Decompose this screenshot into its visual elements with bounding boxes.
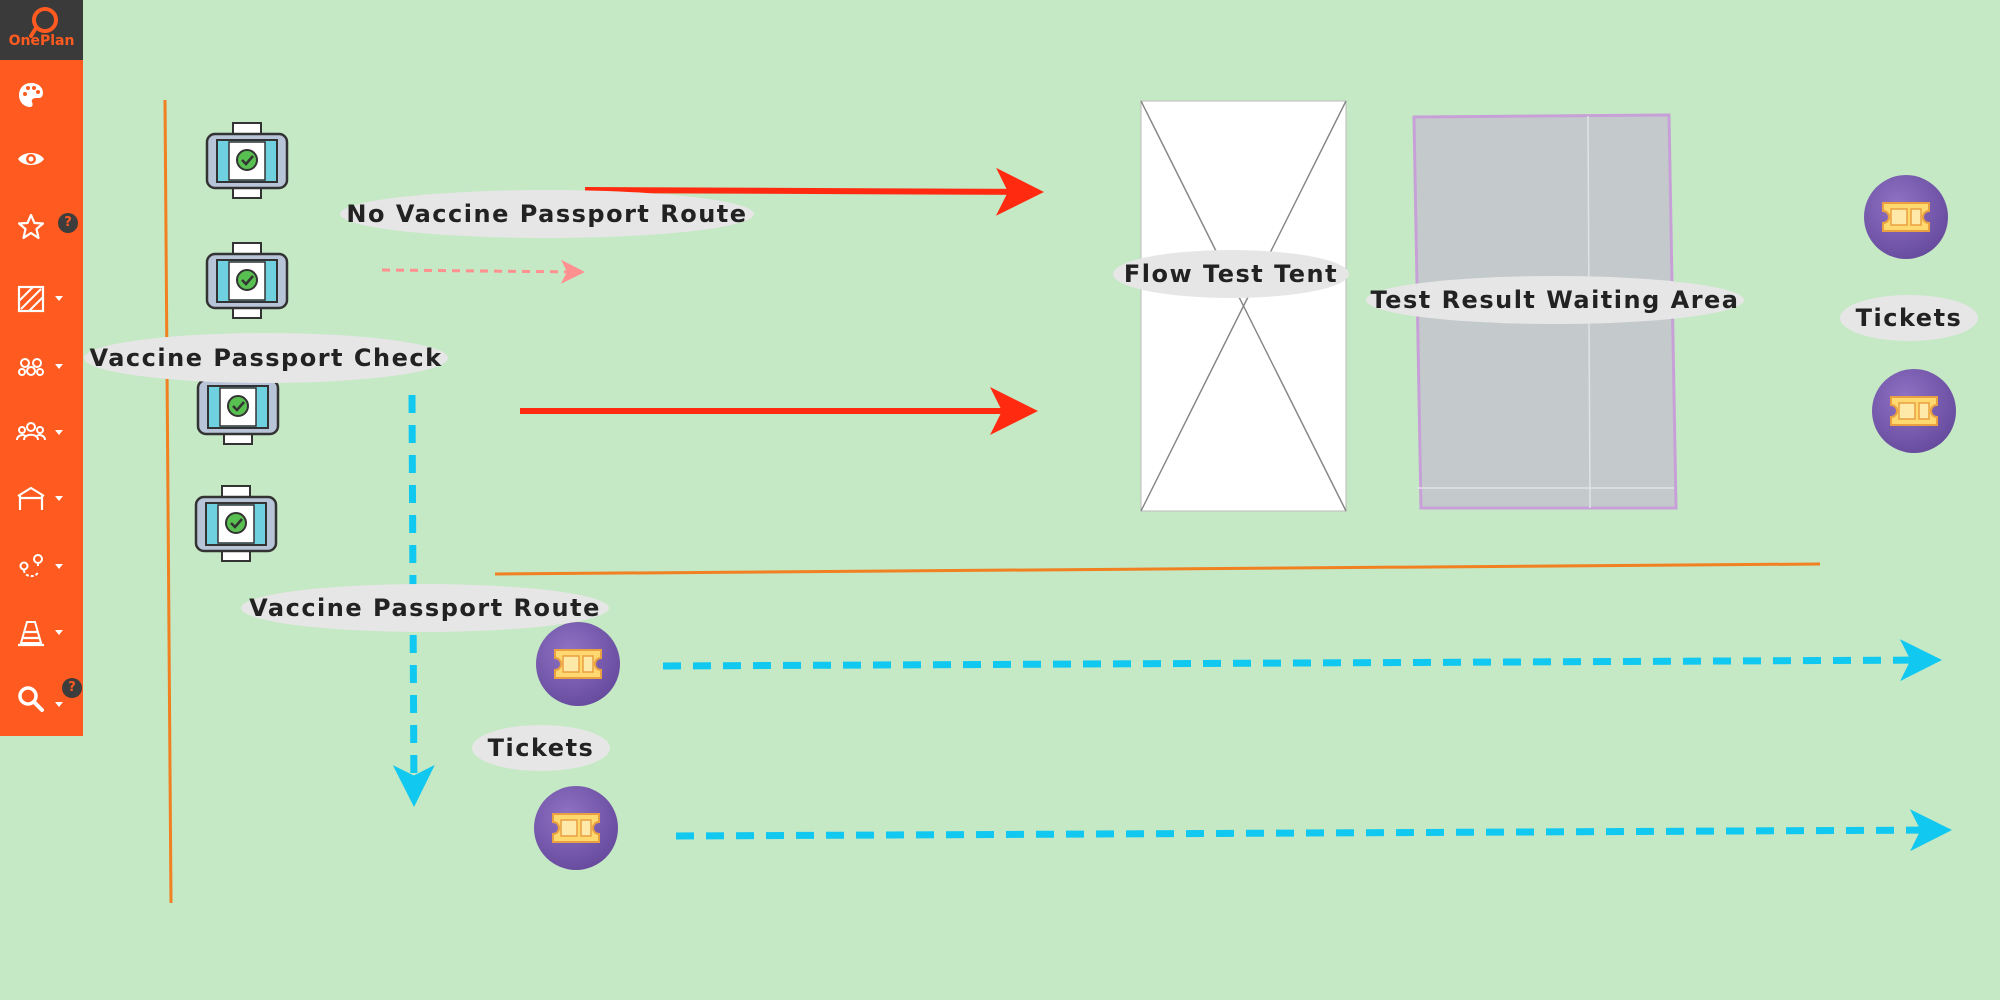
- ticket-booth-icon[interactable]: [1864, 175, 1948, 259]
- vaccine-passport-phone-icon[interactable]: [196, 368, 280, 446]
- vaccine-passport-phone-icon[interactable]: [205, 242, 289, 320]
- tool-crowds[interactable]: [0, 338, 83, 394]
- ticket-icon: [1882, 202, 1930, 232]
- star-icon: [17, 213, 45, 240]
- ticket-booth-icon[interactable]: [1872, 369, 1956, 453]
- traffic-cone-icon: [18, 621, 44, 647]
- label-tickets[interactable]: Tickets: [1840, 295, 1978, 341]
- oneplan-logo[interactable]: OnePlan: [0, 0, 83, 60]
- ticket-icon: [1890, 396, 1938, 426]
- vaccine-route-arrow-down[interactable]: [392, 394, 435, 807]
- tool-search[interactable]: ?: [0, 670, 83, 726]
- help-icon[interactable]: ?: [62, 678, 82, 698]
- oneplan-logo-text: OnePlan: [8, 33, 75, 49]
- chevron-down-icon: [55, 296, 63, 301]
- ticket-icon: [552, 813, 600, 843]
- search-icon: [18, 686, 44, 712]
- help-icon[interactable]: ?: [58, 213, 78, 233]
- tool-structures[interactable]: [0, 470, 83, 526]
- chevron-down-icon: [55, 496, 63, 501]
- chevron-down-icon: [55, 364, 63, 369]
- chevron-down-icon: [55, 430, 63, 435]
- tent-icon: [17, 486, 45, 510]
- label-vaccine-passport-check[interactable]: Vaccine Passport Check: [84, 333, 448, 383]
- tool-routes[interactable]: [0, 538, 83, 594]
- label-test-result-waiting-area[interactable]: Test Result Waiting Area: [1366, 276, 1744, 324]
- oneplan-logo-icon: [29, 7, 58, 38]
- flow-test-tent[interactable]: [1140, 100, 1347, 512]
- no-vaccine-route-arrow[interactable]: [584, 167, 1044, 216]
- barrier-line-horizontal[interactable]: [494, 562, 1821, 576]
- people-group-icon: [16, 422, 46, 441]
- toolbar: OnePlan ?: [0, 0, 83, 736]
- tool-equipment[interactable]: [0, 604, 83, 660]
- drawing-icon: [17, 285, 45, 313]
- ticket-booth-icon[interactable]: [534, 786, 618, 870]
- tool-drawing[interactable]: [0, 270, 83, 326]
- label-tickets[interactable]: Tickets: [472, 725, 610, 771]
- chevron-down-icon: [55, 630, 63, 635]
- tool-palette[interactable]: [0, 66, 83, 122]
- palette-icon: [19, 83, 43, 107]
- barrier-line-vertical[interactable]: [163, 99, 173, 904]
- eye-icon: [18, 153, 44, 165]
- dashed-route-arrow[interactable]: [381, 259, 585, 284]
- label-vaccine-passport-route[interactable]: Vaccine Passport Route: [241, 584, 609, 632]
- vaccine-passport-phone-icon[interactable]: [205, 122, 289, 200]
- route-icon: [19, 554, 43, 578]
- tool-favourites[interactable]: ?: [0, 198, 83, 254]
- vaccine-route-arrow[interactable]: [675, 809, 1952, 852]
- label-flow-test-tent[interactable]: Flow Test Tent: [1113, 250, 1349, 298]
- chevron-down-icon: [55, 564, 63, 569]
- label-no-vaccine-passport-route[interactable]: No Vaccine Passport Route: [340, 190, 754, 238]
- ticket-booth-icon[interactable]: [536, 622, 620, 706]
- chevron-down-icon: [55, 702, 63, 707]
- tool-people[interactable]: [0, 404, 83, 460]
- tool-view[interactable]: [0, 130, 83, 186]
- vaccine-route-arrow[interactable]: [662, 639, 1942, 682]
- vaccine-passport-phone-icon[interactable]: [194, 485, 278, 563]
- crowd-icon: [18, 358, 44, 376]
- ticket-icon: [554, 649, 602, 679]
